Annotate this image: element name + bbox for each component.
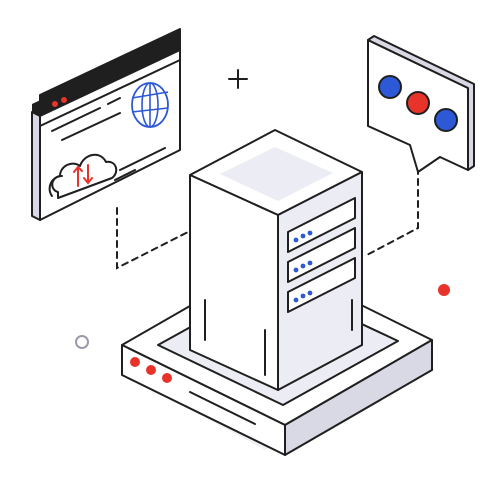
drive-bay-1 xyxy=(287,197,356,253)
cloud-upload-download-icon xyxy=(48,153,118,199)
circle-outline-icon xyxy=(75,335,89,349)
chat-dot-red xyxy=(406,91,430,115)
status-dot-2 xyxy=(146,365,156,375)
window-dot-1 xyxy=(52,101,58,107)
browser-window-icon xyxy=(31,28,181,221)
chat-dot-blue-2 xyxy=(434,108,458,132)
globe-icon xyxy=(131,82,169,128)
status-dot-3 xyxy=(162,373,172,383)
dot-icon xyxy=(438,284,450,296)
drive-bay-3 xyxy=(287,257,356,313)
chat-dot-blue-1 xyxy=(378,75,402,99)
drive-bay-2 xyxy=(287,227,356,283)
connector-lines xyxy=(116,167,419,270)
window-dot-2 xyxy=(61,97,67,103)
server-tower-icon xyxy=(189,129,363,391)
plus-icon xyxy=(228,69,248,89)
status-dot-1 xyxy=(130,357,140,367)
chat-bubble-icon xyxy=(367,35,475,173)
